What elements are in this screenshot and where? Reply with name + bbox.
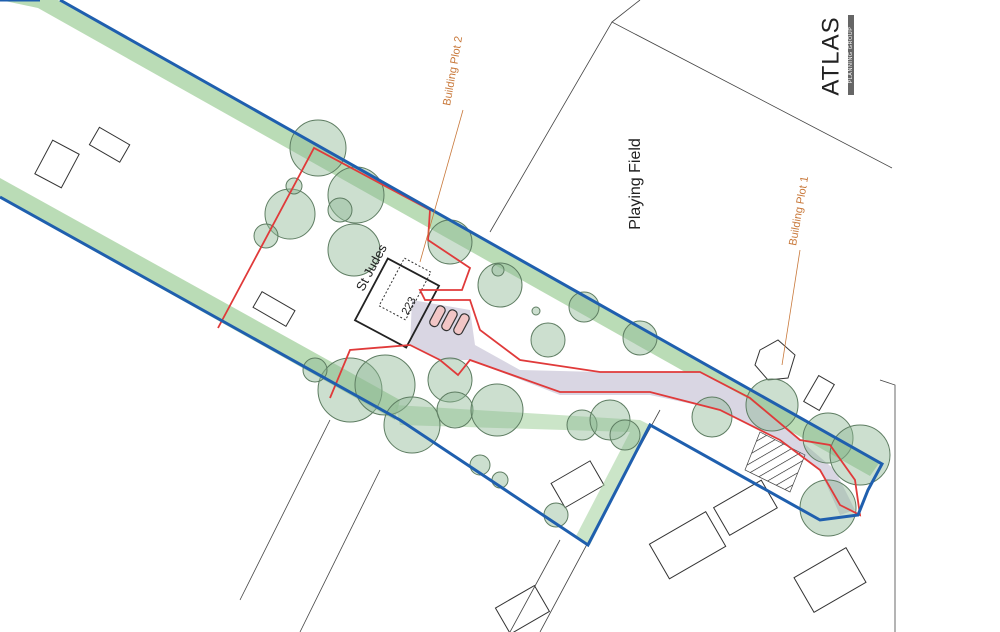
site-boundary bbox=[0, 0, 885, 548]
atlas-logo: ATLAS PLANNING GROUP bbox=[818, 12, 862, 102]
logo-tagline: PLANNING GROUP bbox=[848, 15, 854, 95]
house-223 bbox=[353, 257, 441, 349]
playing-field-label: Playing Field bbox=[626, 138, 644, 230]
green-buffer bbox=[0, 0, 880, 545]
parked-cars bbox=[429, 305, 470, 336]
plot-boundary bbox=[217, 146, 862, 517]
logo-name: ATLAS bbox=[817, 16, 845, 96]
